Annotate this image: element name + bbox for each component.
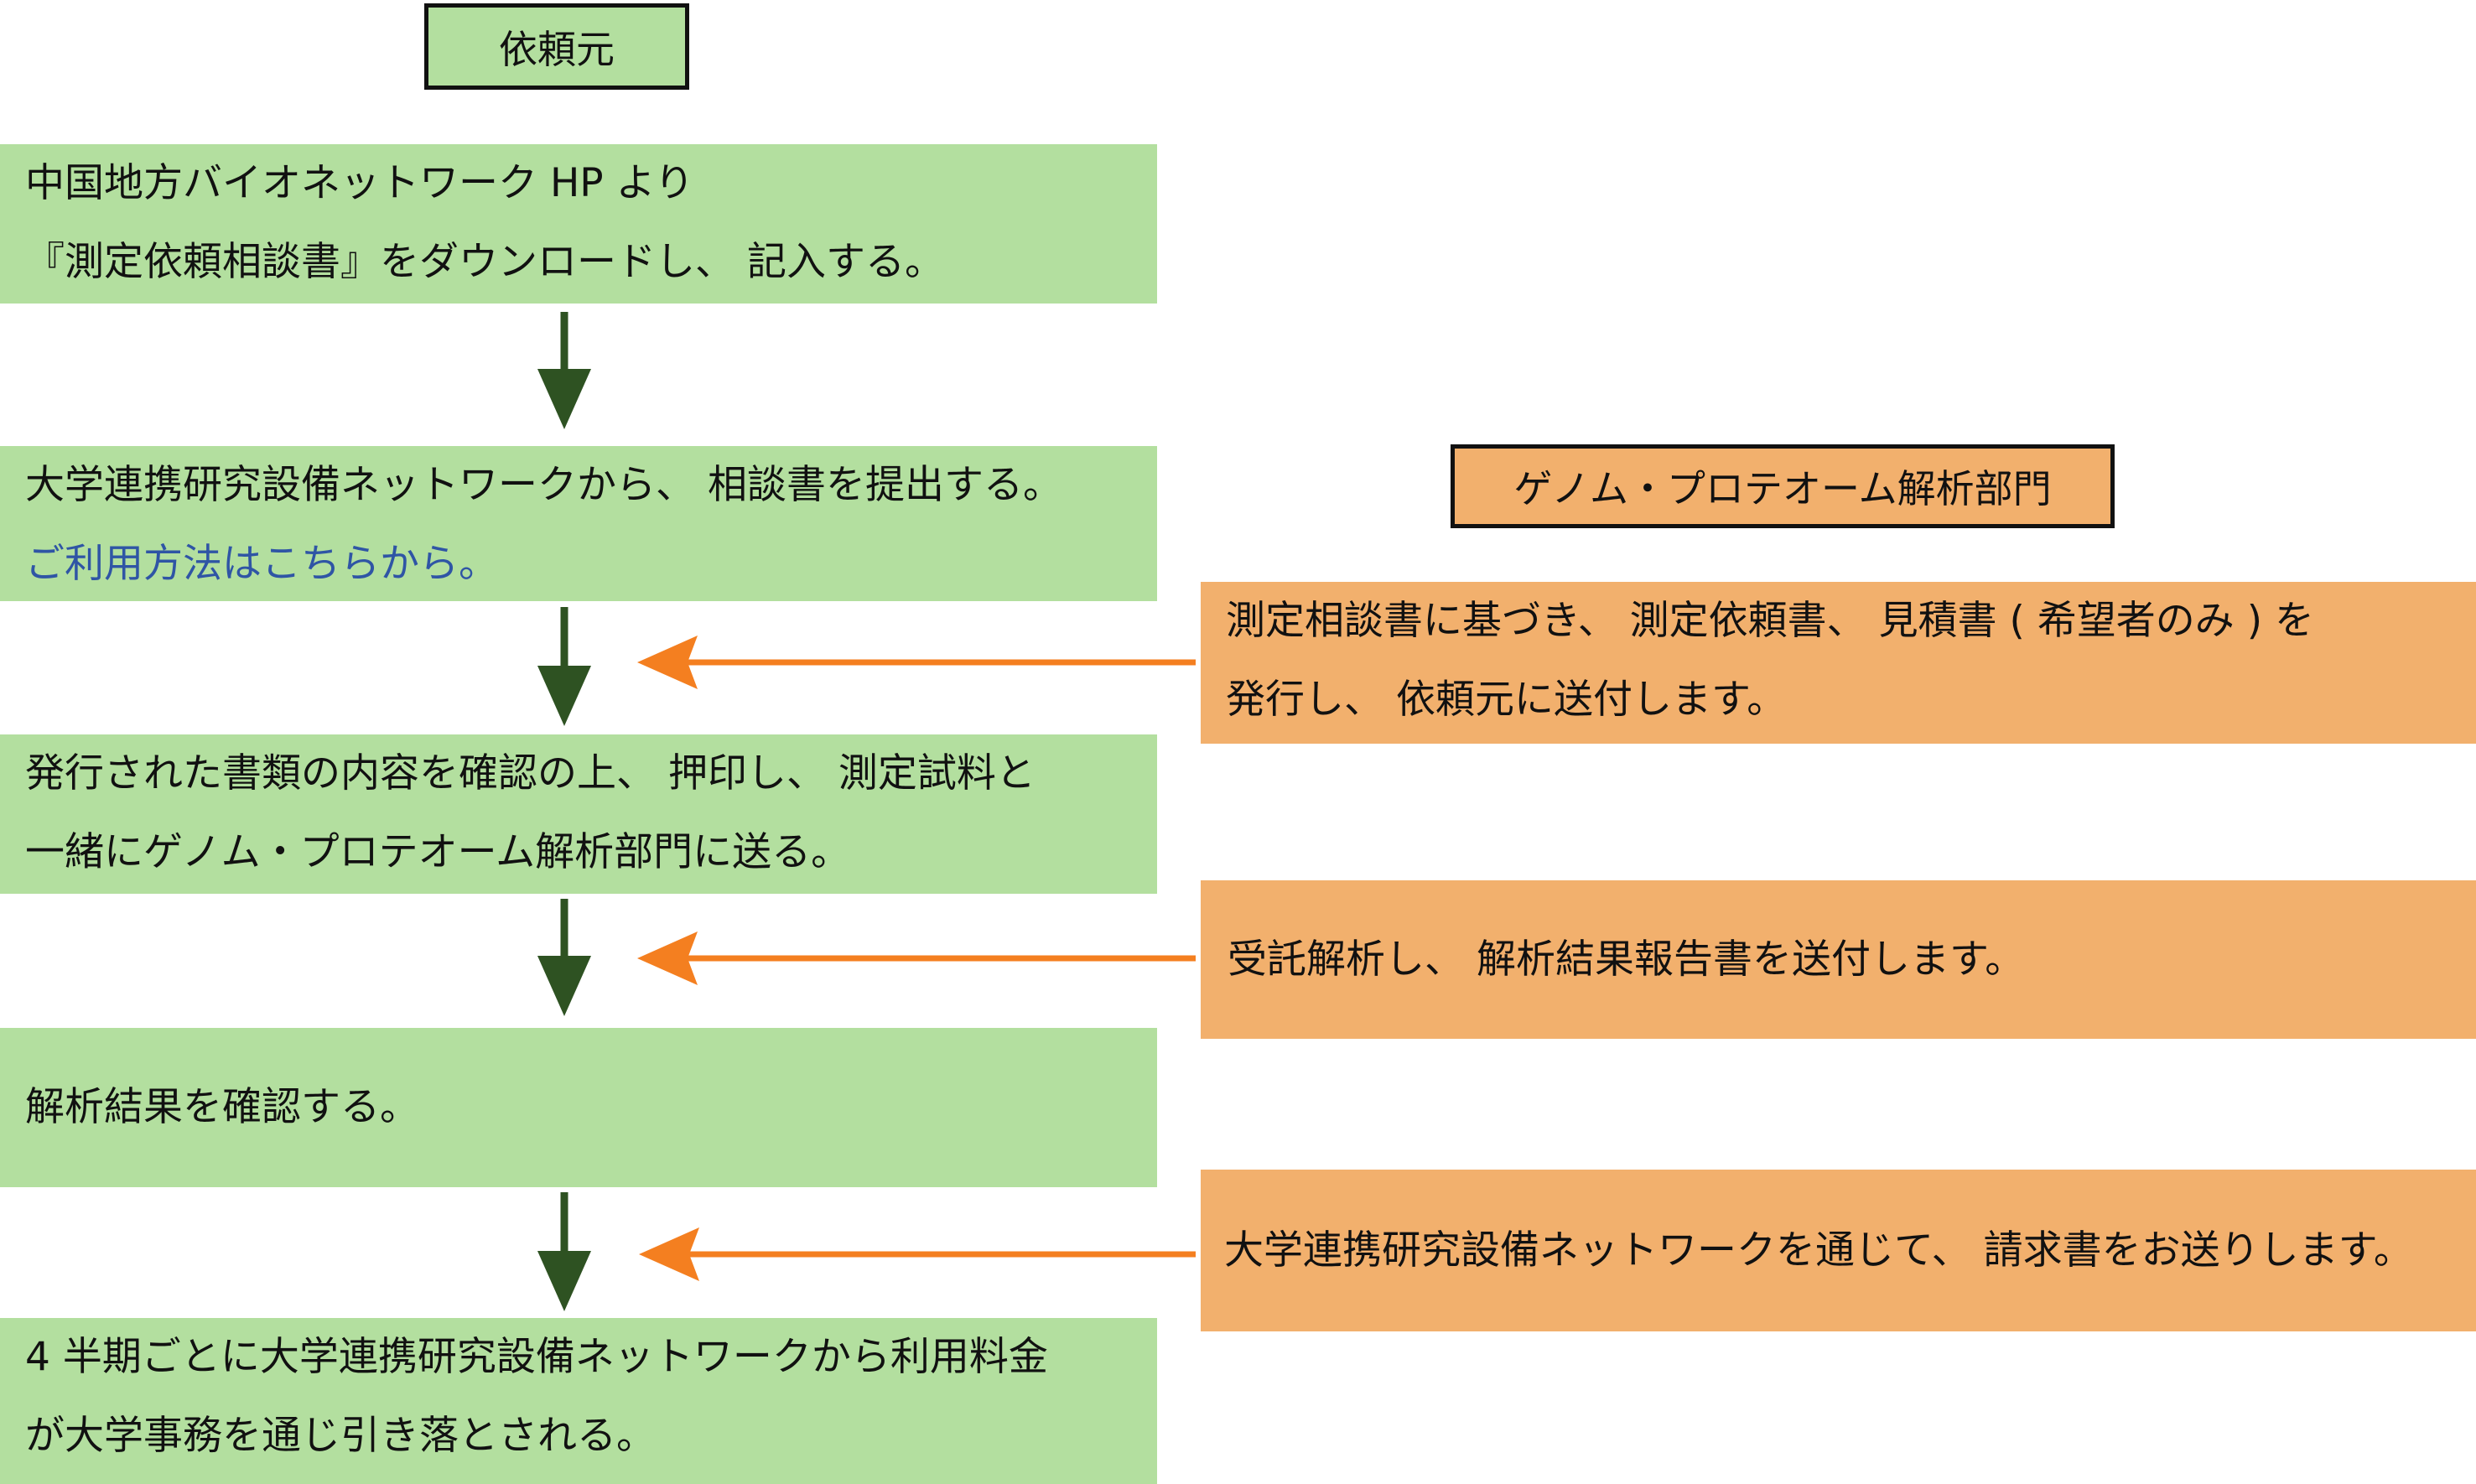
usage-guide-link[interactable]: ご利用方法はこちらから。 xyxy=(25,541,498,587)
down-arrow-2 xyxy=(537,607,591,726)
side-arrow-2 xyxy=(637,931,1196,985)
requester-header: 依頼元 xyxy=(424,3,689,90)
step-2-line-1: 大学連携研究設備ネットワークから、 相談書を提出する。 xyxy=(25,462,1062,508)
down-arrow-1 xyxy=(537,312,591,429)
step-3-line-1: 発行された書類の内容を確認の上、 押印し、 測定試料と xyxy=(25,750,1036,796)
response-1-line-2: 発行し、 依頼元に送付します。 xyxy=(1226,677,1787,723)
step-3-line-2: 一緒にゲノム・プロテオーム解析部門に送る。 xyxy=(25,829,851,875)
step-2-submit-consultation: 大学連携研究設備ネットワークから、 相談書を提出する。 ご利用方法はこちらから。 xyxy=(0,446,1157,601)
response-3-line-1: 大学連携研究設備ネットワークを通じて、 請求書をお送りします。 xyxy=(1224,1227,2413,1274)
department-header: ゲノム・プロテオーム解析部門 xyxy=(1451,444,2115,528)
step-5-quarterly-billing: 4 半期ごとに大学連携研究設備ネットワークから利用料金 が大学事務を通じ引き落と… xyxy=(0,1318,1157,1484)
step-4-line-1: 解析結果を確認する。 xyxy=(25,1084,419,1130)
step-1-download-form: 中国地方バイオネットワーク HP より 『測定依頼相談書』をダウンロードし、 記… xyxy=(0,144,1157,304)
step-3-send-samples: 発行された書類の内容を確認の上、 押印し、 測定試料と 一緒にゲノム・プロテオー… xyxy=(0,734,1157,894)
step-5-line-1: 4 半期ごとに大学連携研究設備ネットワークから利用料金 xyxy=(25,1334,1048,1380)
response-1-issue-documents: 測定相談書に基づき、 測定依頼書、 見積書 ( 希望者のみ ) を 発行し、 依… xyxy=(1201,582,2476,744)
down-arrow-3 xyxy=(537,899,591,1016)
step-1-line-2: 『測定依頼相談書』をダウンロードし、 記入する。 xyxy=(25,239,944,285)
response-3-send-invoice: 大学連携研究設備ネットワークを通じて、 請求書をお送りします。 xyxy=(1201,1170,2476,1331)
step-4-check-results: 解析結果を確認する。 xyxy=(0,1028,1157,1187)
step-1-line-1: 中国地方バイオネットワーク HP より xyxy=(25,160,694,206)
side-arrow-1 xyxy=(637,636,1196,689)
step-5-line-2: が大学事務を通じ引き落とされる。 xyxy=(25,1413,656,1459)
response-2-line-1: 受託解析し、 解析結果報告書を送付します。 xyxy=(1228,936,2025,983)
response-1-line-1: 測定相談書に基づき、 測定依頼書、 見積書 ( 希望者のみ ) を xyxy=(1226,598,2315,644)
side-arrow-3 xyxy=(639,1227,1196,1281)
response-2-send-report: 受託解析し、 解析結果報告書を送付します。 xyxy=(1201,880,2476,1039)
down-arrow-4 xyxy=(537,1192,591,1311)
